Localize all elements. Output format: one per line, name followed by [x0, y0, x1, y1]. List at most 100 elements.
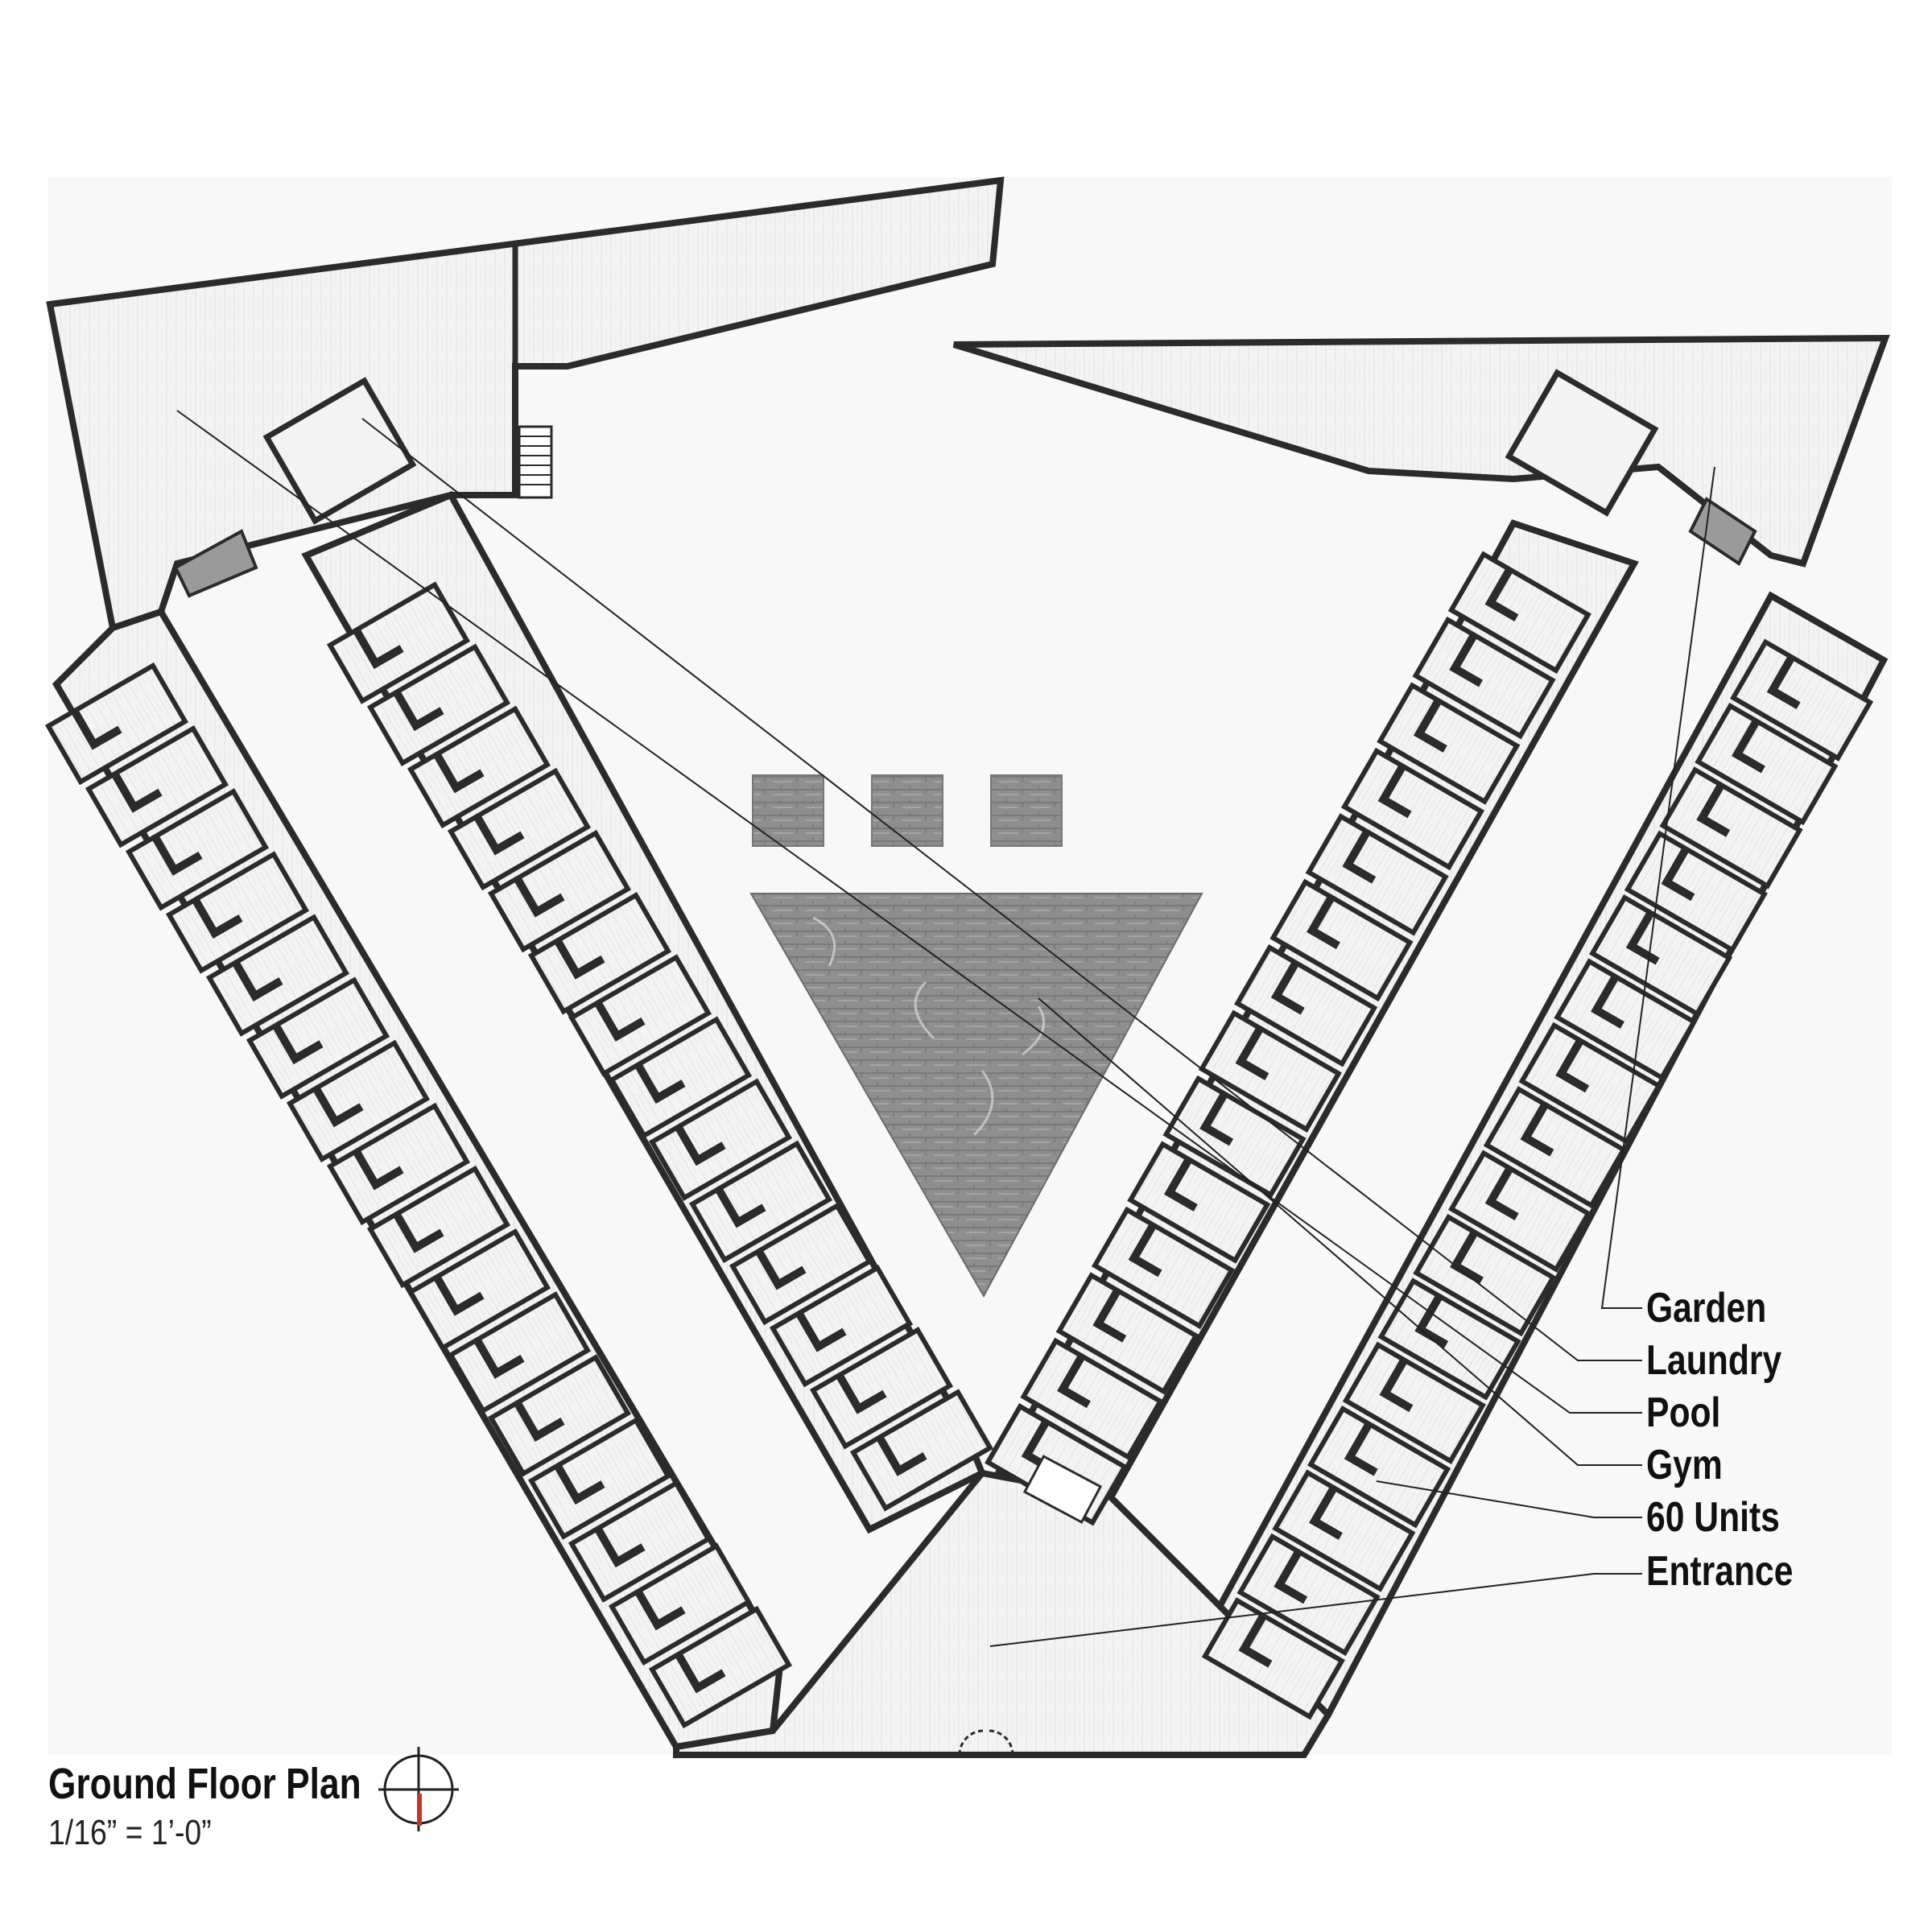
unit-right-inner-partition [1484, 567, 1519, 621]
unit-right-inner [1447, 551, 1591, 674]
unit-right-inner-partition [1449, 633, 1484, 687]
unit-left-inner [608, 1016, 753, 1139]
unit-left-outer [44, 662, 189, 786]
unit-left-inner [407, 705, 551, 829]
unit-left-outer-partition [111, 771, 163, 813]
unit-right-outer-partition [1344, 1422, 1378, 1476]
unit-right-outer [1307, 1405, 1451, 1529]
unit-right-inner [1020, 1337, 1164, 1461]
entrance-doors [958, 1729, 1014, 1756]
unit-left-outer [246, 976, 390, 1100]
unit-left-inner-partition [795, 1311, 847, 1352]
unit-right-outer-partition [1484, 1166, 1519, 1220]
unit-left-outer-partition [272, 1023, 324, 1065]
unit-right-inner [1162, 1075, 1307, 1199]
unit-right-outer [1483, 1086, 1627, 1209]
unit-right-outer-partition [1696, 782, 1731, 837]
leader-entrance [989, 1573, 1642, 1647]
unit-right-outer [1236, 1533, 1381, 1657]
unit-right-inner-partition [1092, 1288, 1127, 1343]
water-caustics [812, 916, 1046, 1137]
unit-left-inner-partition [675, 1125, 726, 1166]
unit-right-inner-partition [1235, 1026, 1269, 1080]
unit-left-inner-partition [594, 1001, 646, 1042]
unit-left-inner [729, 1202, 873, 1326]
unit-left-inner [527, 892, 672, 1015]
unit-left-inner-partition [715, 1187, 766, 1228]
unit-left-inner [769, 1264, 914, 1388]
unit-right-inner [1091, 1206, 1236, 1330]
unit-right-outer [1554, 958, 1698, 1081]
unit-left-outer-partition [675, 1652, 726, 1694]
right-upper-box [1505, 369, 1659, 517]
unit-right-outer-partition [1274, 1550, 1308, 1604]
unit-left-inner [366, 643, 511, 766]
unit-left-outer [286, 1039, 431, 1163]
unit-left-outer-partition [634, 1589, 686, 1631]
unit-modules [44, 551, 1874, 1729]
unit-right-inner-partition [1307, 894, 1340, 950]
unit-right-outer [1730, 638, 1874, 762]
unit-left-inner [648, 1078, 793, 1201]
unit-left-outer-partition [554, 1463, 605, 1505]
left-upper-box [262, 377, 417, 525]
unit-left-outer [165, 851, 310, 974]
unit-right-inner [1198, 1009, 1342, 1133]
unit-right-outer [1695, 702, 1839, 826]
unit-left-outer-partition [192, 898, 243, 939]
unit-left-outer-partition [71, 708, 122, 750]
unit-right-inner [1127, 1141, 1271, 1264]
unit-left-outer [407, 1228, 551, 1352]
leader-lines [176, 410, 1715, 1647]
unit-right-outer [1272, 1469, 1416, 1592]
unit-right-inner-partition [1128, 1223, 1162, 1278]
unit-left-inner-partition [836, 1373, 887, 1414]
entrance-stair-icon [1022, 1455, 1103, 1524]
unit-left-inner [326, 581, 471, 704]
unit-left-outer-partition [594, 1526, 646, 1568]
unit-left-outer [648, 1605, 793, 1729]
unit-left-inner [447, 767, 592, 891]
unit-left-inner-partition [433, 752, 485, 794]
leader-pool [176, 410, 1642, 1414]
unit-right-inner-partition [1199, 1092, 1234, 1146]
unit-right-inner-partition [1413, 698, 1447, 753]
unit-left-outer-partition [232, 960, 283, 1002]
north-arrow-icon [378, 1747, 459, 1831]
unit-left-outer-partition [514, 1401, 565, 1442]
unit-left-outer-partition [312, 1086, 364, 1128]
unit-left-outer [125, 788, 270, 911]
unit-right-outer [1201, 1597, 1345, 1720]
unit-left-inner-partition [393, 690, 444, 732]
unit-left-outer-partition [393, 1212, 444, 1253]
callout-entrance: Entrance [1646, 1548, 1794, 1595]
unit-left-outer-partition [473, 1337, 525, 1379]
unit-left-outer [85, 724, 229, 848]
unit-left-outer [447, 1291, 592, 1414]
unit-right-inner [1055, 1272, 1199, 1395]
unit-right-outer-partition [1238, 1613, 1273, 1668]
unit-right-outer [1518, 1022, 1662, 1146]
unit-left-inner [568, 954, 712, 1077]
callout-pool: Pool [1646, 1389, 1721, 1436]
unit-right-inner-partition [1342, 829, 1377, 884]
unit-right-outer-partition [1520, 1102, 1554, 1157]
unit-right-outer [1659, 766, 1803, 890]
unit-left-inner-partition [755, 1249, 807, 1290]
unit-left-outer [568, 1480, 712, 1603]
left-stair-icon [518, 425, 553, 499]
leader-garden [1600, 466, 1715, 1309]
unit-right-outer [1413, 1213, 1557, 1337]
unit-left-outer-partition [433, 1274, 485, 1316]
unit-right-outer-partition [1732, 719, 1765, 774]
unit-left-outer-partition [151, 834, 203, 876]
unit-right-outer-partition [1309, 1485, 1343, 1540]
unit-right-inner [1340, 747, 1485, 871]
callout-laundry: Laundry [1646, 1337, 1782, 1384]
unit-right-inner-partition [1057, 1353, 1091, 1409]
unit-left-outer [205, 914, 350, 1037]
callout-gym: Gym [1646, 1442, 1723, 1488]
unit-left-outer [366, 1165, 511, 1289]
